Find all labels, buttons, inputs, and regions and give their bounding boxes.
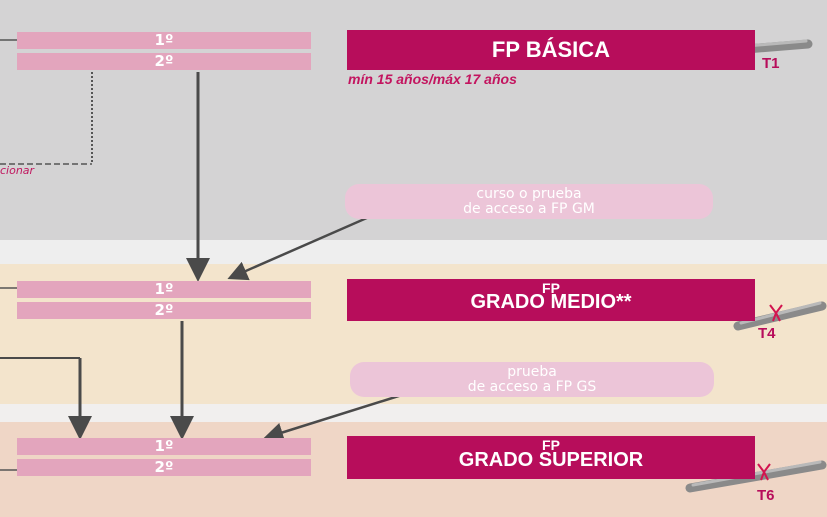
fp-basica-title: FP BÁSICA — [347, 30, 755, 70]
course-1-basica: 1º — [17, 32, 311, 49]
diploma-scroll-icon — [685, 460, 827, 493]
course-1-gm: 1º — [17, 281, 311, 298]
fp-basica-label: FP BÁSICA — [491, 37, 611, 62]
diploma-label-t1: T1 — [762, 55, 780, 72]
arrow-access-gm — [227, 208, 386, 281]
grado-medio-label: GRADO MEDIO** — [470, 291, 632, 313]
band-separator — [0, 404, 827, 422]
access-gm-line1: curso o prueba — [476, 186, 582, 202]
course-2-gs: 2º — [17, 459, 311, 476]
access-gm-pill: curso o prueba de acceso a FP GM — [345, 184, 713, 219]
course-2-gm: 2º — [17, 302, 311, 319]
grado-superior-title: FP GRADO SUPERIOR — [347, 436, 755, 479]
diploma-label-t6: T6 — [757, 487, 775, 504]
access-gs-line2: de acceso a FP GS — [467, 379, 597, 395]
access-gs-line1: prueba — [507, 364, 557, 380]
grado-medio-title: FP GRADO MEDIO** — [347, 279, 755, 321]
access-gm-line2: de acceso a FP GM — [463, 201, 595, 217]
grado-superior-fp: FP — [542, 437, 560, 453]
grado-superior-label: GRADO SUPERIOR — [458, 449, 644, 471]
course-1-gs: 1º — [17, 438, 311, 455]
diploma-label-t4: T4 — [758, 325, 776, 342]
arrow-access-gs — [263, 392, 406, 443]
access-gs-pill: prueba de acceso a FP GS — [350, 362, 714, 397]
band-separator — [0, 240, 827, 264]
grado-medio-fp: FP — [542, 280, 560, 296]
side-label: cionar — [0, 164, 35, 177]
age-requirement: mín 15 años/máx 17 años — [348, 71, 517, 87]
course-2-basica: 2º — [17, 53, 311, 70]
